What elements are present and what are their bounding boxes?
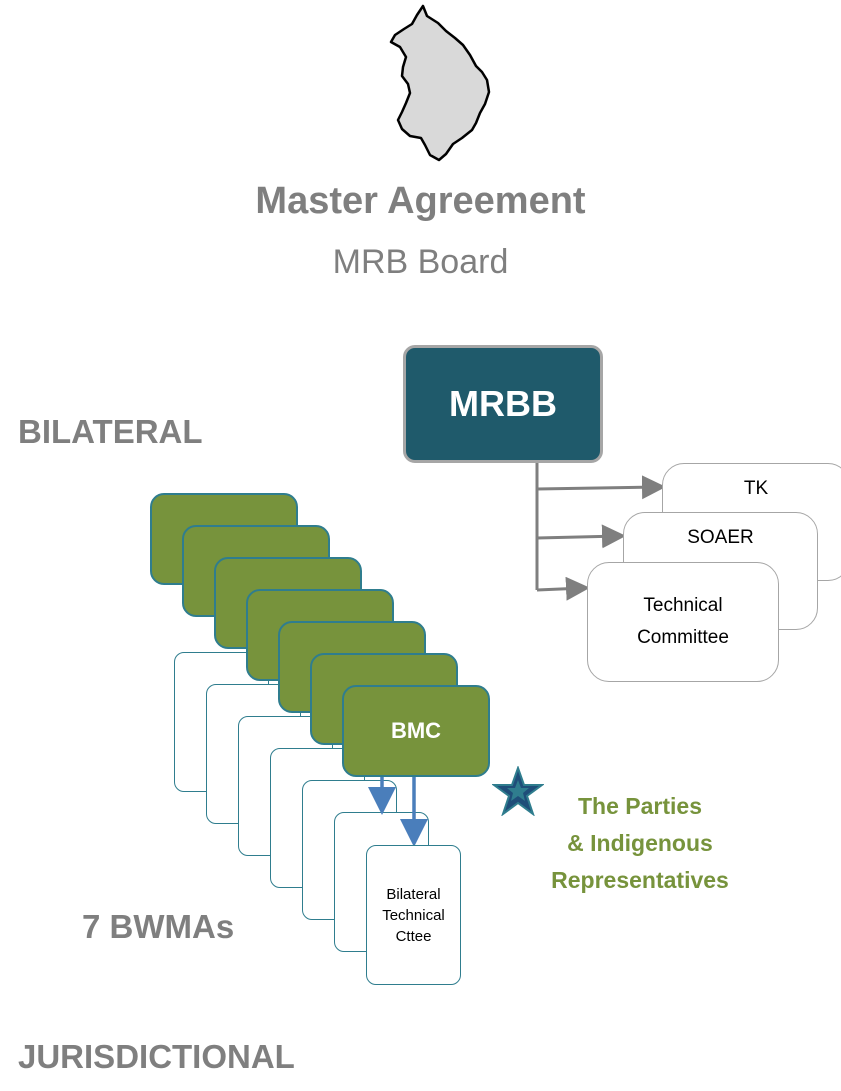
arrow-to-technical <box>536 576 590 601</box>
parties-line1: The Parties <box>578 793 702 819</box>
bmc-box: BMC <box>342 685 490 777</box>
page-title: Master Agreement <box>255 180 586 222</box>
mrbb-box: MRBB <box>403 345 603 463</box>
basin-map-icon <box>389 4 491 162</box>
parties-line3: Representatives <box>551 867 729 893</box>
page-subtitle: MRB Board <box>332 243 509 281</box>
btc-line3: Cttee <box>395 927 432 945</box>
parties-line2: & Indigenous <box>567 830 713 856</box>
btc-line1: Bilateral <box>386 885 441 903</box>
jurisdictional-label: JURISDICTIONAL <box>18 1038 295 1075</box>
arrow-to-soaer <box>536 524 626 549</box>
arrow-to-tk <box>536 475 666 500</box>
bwmas-label: 7 BWMAs <box>82 908 235 945</box>
parties-label: The Parties & Indigenous Representatives <box>515 788 765 899</box>
technical-committee-line1: Technical <box>643 595 723 616</box>
bilateral-label: BILATERAL <box>18 413 203 450</box>
star-icon <box>492 766 544 816</box>
btc-line2: Technical <box>382 906 445 924</box>
technical-committee-box: Technical Committee <box>587 562 779 682</box>
bilateral-technical-box: Bilateral Technical Cttee <box>366 845 461 985</box>
technical-committee-line2: Committee <box>637 627 729 648</box>
